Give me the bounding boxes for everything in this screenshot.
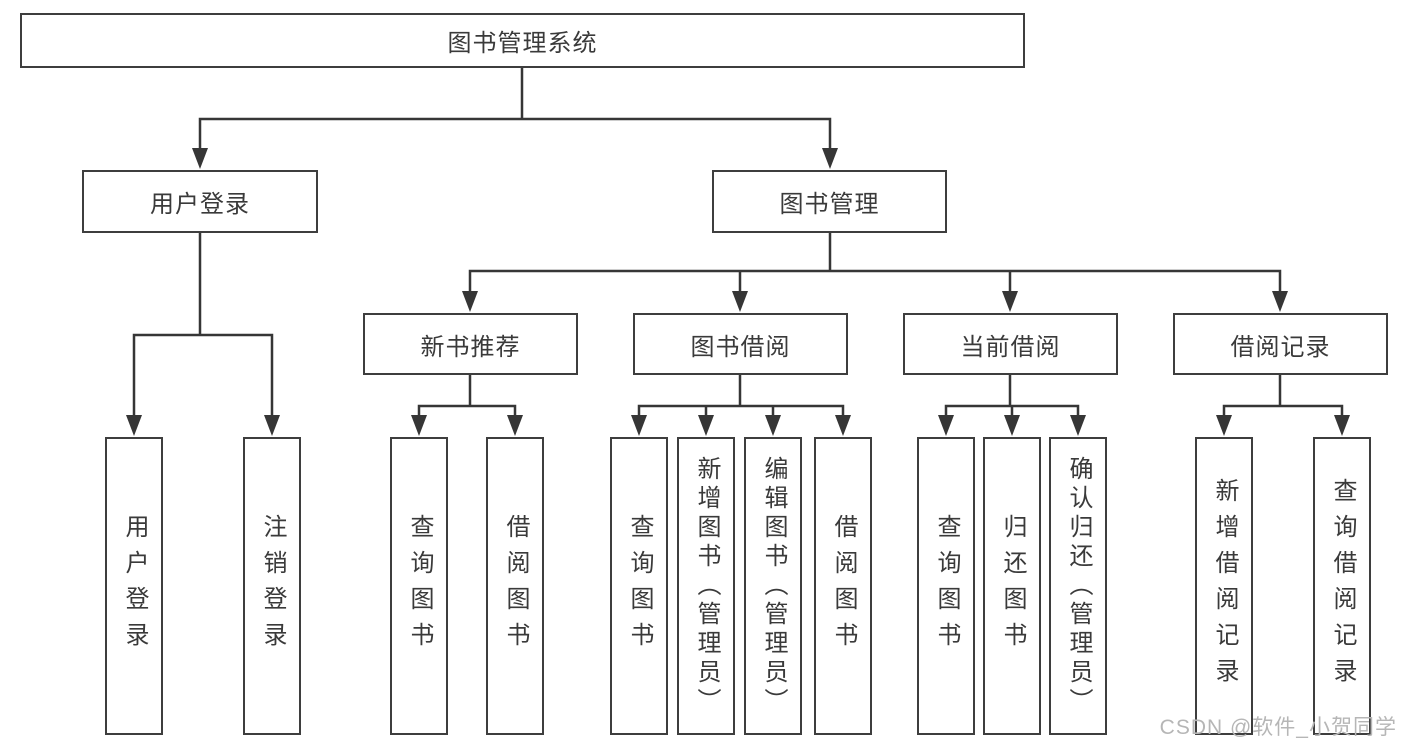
leaf-query-books-recommend-label: 查询图书	[406, 514, 433, 658]
leaf-borrow-books-recommend-label: 借阅图书	[502, 514, 529, 658]
leaf-query-books-current: 查询图书	[917, 437, 975, 735]
connector-current-borrowing-children	[944, 373, 1080, 419]
connector-book-management-children	[468, 231, 1282, 295]
arrowheads-level2	[192, 148, 838, 169]
leaf-query-books-current-label: 查询图书	[933, 514, 960, 658]
watermark: CSDN @软件_小贺同学	[1159, 716, 1397, 739]
leaf-query-books-borrow: 查询图书	[610, 437, 668, 735]
leaf-confirm-return-admin-label: 确认归还（管理员）	[1065, 455, 1092, 717]
leaf-return-books: 归还图书	[983, 437, 1041, 735]
leaf-query-books-borrow-label: 查询图书	[626, 514, 653, 658]
node-book-borrowing: 图书借阅	[633, 313, 848, 375]
node-current-borrowing: 当前借阅	[903, 313, 1118, 375]
leaf-confirm-return-admin: 确认归还（管理员）	[1049, 437, 1107, 735]
arrowheads-level3	[462, 291, 1288, 312]
leaf-user-login: 用户登录	[105, 437, 163, 735]
leaf-borrow-books-recommend: 借阅图书	[486, 437, 544, 735]
leaf-edit-books-admin-label: 编辑图书（管理员）	[760, 455, 787, 717]
leaf-add-books-admin-label: 新增图书（管理员）	[693, 455, 720, 717]
connector-root-to-level2	[198, 66, 832, 152]
node-book-management: 图书管理	[712, 170, 947, 233]
node-user-login-label: 用户登录	[150, 191, 250, 218]
leaf-edit-books-admin: 编辑图书（管理员）	[744, 437, 802, 735]
node-book-borrowing-label: 图书借阅	[690, 333, 791, 361]
leaf-logout: 注销登录	[243, 437, 301, 735]
leaf-logout-label: 注销登录	[259, 514, 286, 658]
node-new-book-recommendation-label: 新书推荐	[420, 333, 521, 361]
node-user-login: 用户登录	[82, 170, 318, 233]
arrowheads-current-borrowing-children	[938, 415, 1086, 436]
connector-borrowing-records-children	[1222, 373, 1344, 419]
arrowheads-user-login-children	[126, 415, 280, 436]
node-borrowing-records: 借阅记录	[1173, 313, 1388, 375]
node-new-book-recommendation: 新书推荐	[363, 313, 578, 375]
arrowheads-borrowing-records-children	[1216, 415, 1350, 436]
leaf-query-borrow-record: 查询借阅记录	[1313, 437, 1371, 735]
arrowheads-new-book-children	[411, 415, 523, 436]
leaf-query-books-recommend: 查询图书	[390, 437, 448, 735]
leaf-query-borrow-record-label: 查询借阅记录	[1329, 478, 1356, 694]
node-borrowing-records-label: 借阅记录	[1230, 333, 1331, 361]
leaf-borrow-books-label: 借阅图书	[830, 514, 857, 658]
arrowheads-book-borrowing-children	[631, 415, 851, 436]
leaf-return-books-label: 归还图书	[999, 514, 1026, 658]
leaf-user-login-label: 用户登录	[121, 514, 148, 658]
leaf-borrow-books: 借阅图书	[814, 437, 872, 735]
node-current-borrowing-label: 当前借阅	[960, 333, 1061, 361]
node-book-management-label: 图书管理	[779, 191, 880, 218]
leaf-add-borrow-record-label: 新增借阅记录	[1211, 478, 1238, 694]
connector-book-borrowing-children	[637, 373, 845, 419]
leaf-add-books-admin: 新增图书（管理员）	[677, 437, 735, 735]
connector-user-login-children	[132, 231, 274, 419]
leaf-add-borrow-record: 新增借阅记录	[1195, 437, 1253, 735]
connector-new-book-children	[417, 373, 517, 419]
node-root: 图书管理系统	[20, 13, 1025, 68]
node-root-label: 图书管理系统	[447, 30, 598, 57]
